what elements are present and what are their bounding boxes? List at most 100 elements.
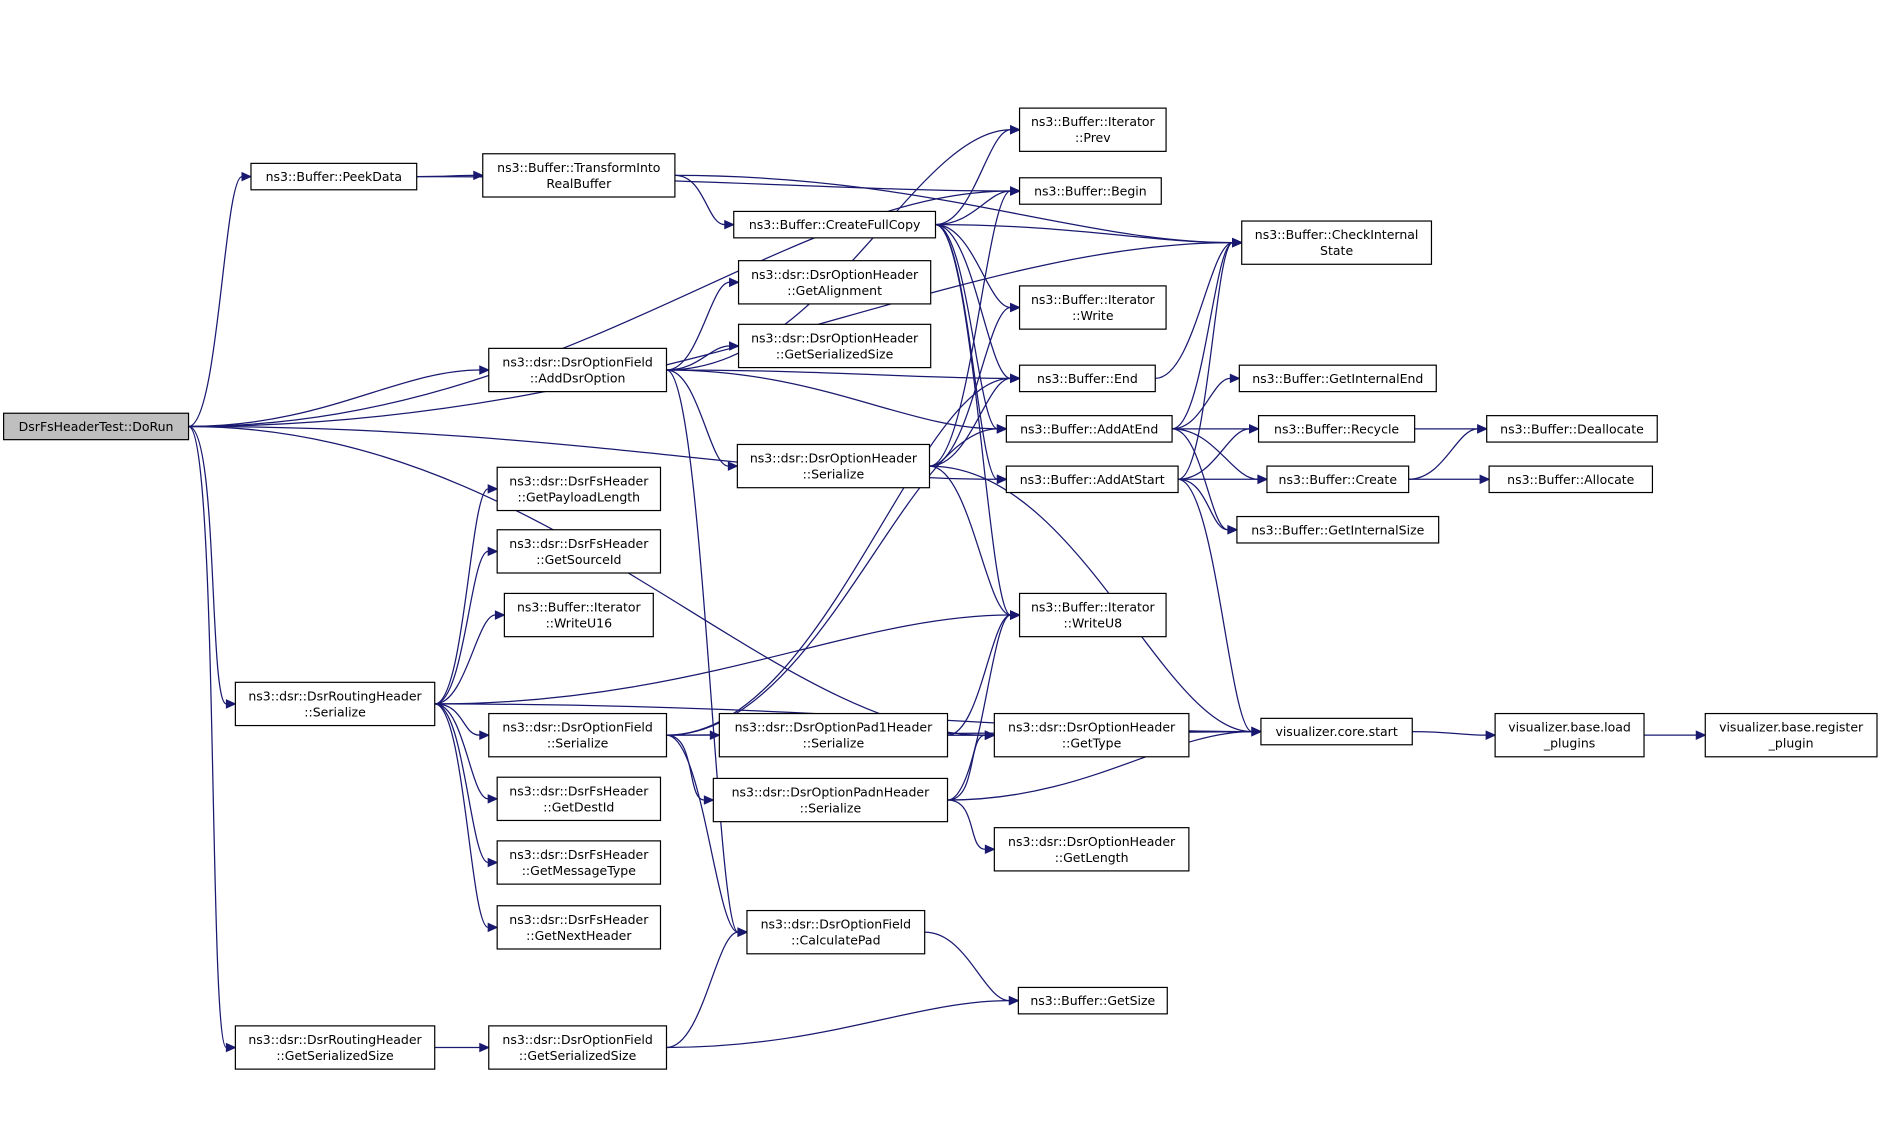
- node-ns3-dsr-dsroptionpadnheader-serialize[interactable]: ns3::dsr::DsrOptionPadnHeader::Serialize: [712, 777, 949, 823]
- node-ns3-buffer-getinternalsize[interactable]: ns3::Buffer::GetInternalSize: [1236, 515, 1440, 544]
- node-label-ns3-buffer-iterator-writeu8-line-2: ::WriteU8: [1064, 616, 1123, 631]
- node-ns3-dsr-dsrfsheader-getdestid[interactable]: ns3::dsr::DsrFsHeader::GetDestId: [496, 776, 662, 822]
- edge-dsrfsheadertest-dorun-to-ns3-buffer-peekdata: [188, 175, 243, 428]
- edge-ns3-dsr-dsroptionfield-adddsroption-to-ns3-dsr-dsroptionheader-getalignment: [666, 281, 730, 371]
- node-box-ns3-dsr-dsroptionfield-getserializedsize: [488, 1025, 668, 1070]
- node-ns3-buffer-allocate[interactable]: ns3::Buffer::Allocate: [1488, 465, 1654, 494]
- node-ns3-buffer-iterator-prev[interactable]: ns3::Buffer::Iterator::Prev: [1018, 107, 1167, 152]
- edge-ns3-buffer-create-to-ns3-buffer-deallocate: [1408, 428, 1478, 480]
- node-ns3-dsr-dsrfsheader-getnextheader[interactable]: ns3::dsr::DsrFsHeader::GetNextHeader: [496, 905, 662, 950]
- node-ns3-dsr-dsrfsheader-getpayloadlength[interactable]: ns3::dsr::DsrFsHeader::GetPayloadLength: [496, 466, 662, 512]
- node-label-visualizer-base-load-plugins-line-2: _plugins: [1543, 736, 1595, 751]
- node-ns3-buffer-iterator-writeu16[interactable]: ns3::Buffer::Iterator::WriteU16: [503, 592, 654, 638]
- edge-ns3-dsr-dsroptionfield-adddsroption-to-ns3-dsr-dsroptionheader-getserializedsize: [666, 345, 730, 371]
- node-box-ns3-dsr-dsrfsheader-getnextheader: [496, 905, 662, 950]
- edge-dsrfsheadertest-dorun-to-ns3-buffer-checkinternalstate: [188, 242, 1233, 428]
- node-label-ns3-dsr-dsrfsheader-getdestid-line-2: ::GetDestId: [543, 799, 614, 814]
- edge-dsrfsheadertest-dorun-to-ns3-dsr-dsrroutingheader-serialize: [188, 425, 227, 705]
- edge-ns3-buffer-createfullcopy-to-ns3-buffer-end: [935, 224, 1011, 380]
- node-dsrfsheadertest-dorun[interactable]: DsrFsHeaderTest::DoRun: [3, 412, 190, 441]
- node-ns3-dsr-dsroptionheader-getserializedsize[interactable]: ns3::dsr::DsrOptionHeader::GetSerialized…: [737, 323, 932, 369]
- node-label-ns3-buffer-create-line-1: ns3::Buffer::Create: [1279, 472, 1398, 487]
- node-ns3-buffer-create[interactable]: ns3::Buffer::Create: [1266, 465, 1410, 494]
- node-ns3-buffer-end[interactable]: ns3::Buffer::End: [1018, 364, 1156, 393]
- arrowhead-ns3-buffer-addatstart-to-ns3-buffer-create: [1257, 474, 1269, 485]
- arrowhead-ns3-buffer-create-to-ns3-buffer-allocate: [1479, 474, 1491, 485]
- node-ns3-dsr-dsrfsheader-getmessagetype[interactable]: ns3::dsr::DsrFsHeader::GetMessageType: [496, 840, 662, 885]
- node-ns3-dsr-dsroptionpad1header-serialize[interactable]: ns3::dsr::DsrOptionPad1Header::Serialize: [718, 712, 949, 758]
- arrowhead-dsrfsheadertest-dorun-to-ns3-dsr-dsrroutingheader-getserializedsize: [225, 1042, 237, 1053]
- arrowhead-ns3-dsr-dsroptionfield-getserializedsize-to-ns3-dsr-dsroptionfield-calculatepad: [737, 927, 749, 937]
- arrowhead-ns3-buffer-addatstart-to-ns3-buffer-checkinternalstate: [1232, 237, 1243, 248]
- node-ns3-dsr-dsroptionheader-serialize[interactable]: ns3::dsr::DsrOptionHeader::Serialize: [736, 443, 931, 489]
- node-label-ns3-buffer-recycle-line-1: ns3::Buffer::Recycle: [1274, 421, 1399, 436]
- edge-ns3-dsr-dsrroutingheader-serialize-to-ns3-dsr-dsrfsheader-getmessagetype: [434, 703, 489, 864]
- node-label-ns3-dsr-dsrfsheader-getsourceid-line-2: ::GetSourceId: [536, 552, 621, 567]
- node-box-ns3-dsr-dsroptionfield-adddsroption: [488, 347, 668, 393]
- edge-ns3-dsr-dsroptionfield-calculatepad-to-ns3-buffer-getsize: [924, 931, 1010, 1002]
- node-label-ns3-buffer-createfullcopy-line-1: ns3::Buffer::CreateFullCopy: [749, 217, 921, 232]
- node-ns3-dsr-dsroptionheader-gettype[interactable]: ns3::dsr::DsrOptionHeader::GetType: [993, 712, 1190, 758]
- edge-ns3-buffer-addatstart-to-ns3-buffer-getinternalsize: [1178, 478, 1229, 531]
- node-visualizer-base-load-plugins[interactable]: visualizer.base.load_plugins: [1494, 712, 1645, 758]
- node-ns3-buffer-createfullcopy[interactable]: ns3::Buffer::CreateFullCopy: [733, 210, 937, 239]
- node-box-visualizer-core-start: [1260, 717, 1413, 746]
- node-ns3-dsr-dsroptionheader-getlength[interactable]: ns3::dsr::DsrOptionHeader::GetLength: [993, 827, 1190, 872]
- arrowhead-ns3-dsr-dsroptionfield-adddsroption-to-ns3-buffer-iterator-prev: [1010, 124, 1021, 135]
- node-ns3-buffer-getinternalend[interactable]: ns3::Buffer::GetInternalEnd: [1238, 364, 1437, 393]
- edge-ns3-dsr-dsroptionfield-adddsroption-to-ns3-buffer-iterator-prev: [666, 129, 1011, 371]
- node-label-ns3-dsr-dsrfsheader-getmessagetype-line-1: ns3::dsr::DsrFsHeader: [509, 847, 649, 862]
- node-ns3-buffer-addatstart[interactable]: ns3::Buffer::AddAtStart: [1005, 465, 1179, 494]
- node-label-ns3-buffer-peekdata-line-1: ns3::Buffer::PeekData: [266, 169, 403, 184]
- node-label-ns3-buffer-getsize-line-1: ns3::Buffer::GetSize: [1030, 993, 1155, 1008]
- node-ns3-dsr-dsroptionfield-serialize[interactable]: ns3::dsr::DsrOptionField::Serialize: [488, 712, 668, 758]
- edge-ns3-dsr-dsrroutingheader-serialize-to-ns3-dsr-dsrfsheader-getnextheader: [434, 703, 489, 928]
- node-ns3-dsr-dsrroutingheader-serialize[interactable]: ns3::dsr::DsrRoutingHeader::Serialize: [234, 681, 436, 727]
- node-ns3-buffer-getsize[interactable]: ns3::Buffer::GetSize: [1017, 986, 1168, 1015]
- node-label-ns3-dsr-dsroptionheader-getalignment-line-1: ns3::dsr::DsrOptionHeader: [751, 267, 919, 282]
- node-ns3-buffer-addatend[interactable]: ns3::Buffer::AddAtEnd: [1005, 415, 1173, 443]
- node-label-ns3-buffer-iterator-prev-line-1: ns3::Buffer::Iterator: [1031, 114, 1156, 129]
- node-ns3-dsr-dsrfsheader-getsourceid[interactable]: ns3::dsr::DsrFsHeader::GetSourceId: [496, 529, 662, 574]
- edge-ns3-dsr-dsroptionfield-serialize-to-ns3-dsr-dsroptionfield-calculatepad: [666, 734, 739, 933]
- node-layer: DsrFsHeaderTest::DoRun ns3::Buffer::PeekD…: [3, 107, 1878, 1070]
- node-label-ns3-dsr-dsroptionheader-getalignment-line-2: ::GetAlignment: [787, 283, 882, 298]
- node-ns3-buffer-peekdata[interactable]: ns3::Buffer::PeekData: [250, 162, 418, 191]
- arrowhead-ns3-dsr-dsrroutingheader-serialize-to-ns3-buffer-iterator-writeu16: [494, 610, 506, 620]
- node-label-ns3-buffer-addatstart-line-1: ns3::Buffer::AddAtStart: [1020, 472, 1165, 487]
- node-label-ns3-buffer-getinternalsize-line-1: ns3::Buffer::GetInternalSize: [1251, 522, 1424, 537]
- node-box-ns3-dsr-dsrroutingheader-getserializedsize: [234, 1025, 436, 1070]
- edge-ns3-dsr-dsroptionpadnheader-serialize-to-visualizer-core-start: [947, 730, 1252, 801]
- node-ns3-buffer-deallocate[interactable]: ns3::Buffer::Deallocate: [1486, 415, 1658, 443]
- node-ns3-buffer-recycle[interactable]: ns3::Buffer::Recycle: [1257, 415, 1416, 443]
- arrowhead-ns3-dsr-dsroptionfield-adddsroption-to-ns3-dsr-dsroptionheader-getserializedsize: [729, 341, 740, 351]
- node-ns3-dsr-dsroptionfield-adddsroption[interactable]: ns3::dsr::DsrOptionField::AddDsrOption: [488, 347, 668, 393]
- edge-ns3-dsr-dsroptionpad1header-serialize-to-ns3-buffer-iterator-writeu8: [947, 614, 1011, 736]
- node-ns3-buffer-iterator-writeu8[interactable]: ns3::Buffer::Iterator::WriteU8: [1018, 592, 1167, 638]
- node-label-ns3-dsr-dsrfsheader-getnextheader-line-2: ::GetNextHeader: [526, 928, 632, 943]
- node-ns3-dsr-dsroptionfield-calculatepad[interactable]: ns3::dsr::DsrOptionField::CalculatePad: [746, 909, 926, 955]
- node-box-ns3-dsr-dsroptionpad1header-serialize: [718, 712, 949, 758]
- node-ns3-dsr-dsrroutingheader-getserializedsize[interactable]: ns3::dsr::DsrRoutingHeader::GetSerialize…: [234, 1025, 436, 1070]
- node-visualizer-base-register-plugin[interactable]: visualizer.base.register_plugin: [1704, 712, 1878, 758]
- edge-ns3-dsr-dsroptionpadnheader-serialize-to-ns3-dsr-dsroptionheader-gettype: [947, 734, 986, 801]
- node-ns3-buffer-iterator-write[interactable]: ns3::Buffer::Iterator::Write: [1018, 285, 1167, 330]
- node-label-ns3-buffer-transformintorealbuffer-line-2: RealBuffer: [546, 176, 612, 191]
- node-ns3-dsr-dsroptionheader-getalignment[interactable]: ns3::dsr::DsrOptionHeader::GetAlignment: [737, 260, 932, 305]
- node-ns3-buffer-begin[interactable]: ns3::Buffer::Begin: [1018, 177, 1162, 205]
- edge-ns3-dsr-dsrroutingheader-serialize-to-ns3-dsr-dsrfsheader-getpayloadlength: [434, 488, 489, 705]
- node-label-ns3-dsr-dsrfsheader-getpayloadlength-line-2: ::GetPayloadLength: [518, 489, 641, 504]
- node-ns3-dsr-dsroptionfield-getserializedsize[interactable]: ns3::dsr::DsrOptionField::GetSerializedS…: [488, 1025, 668, 1070]
- edge-ns3-dsr-dsroptionfield-getserializedsize-to-ns3-dsr-dsroptionfield-calculatepad: [666, 931, 739, 1049]
- node-box-ns3-buffer-allocate: [1488, 465, 1654, 494]
- node-visualizer-core-start[interactable]: visualizer.core.start: [1260, 717, 1413, 746]
- node-box-ns3-buffer-begin: [1018, 177, 1162, 205]
- node-box-ns3-buffer-iterator-write: [1018, 285, 1167, 330]
- node-box-ns3-dsr-dsroptionheader-getserializedsize: [737, 323, 932, 369]
- node-box-ns3-dsr-dsroptionfield-calculatepad: [746, 909, 926, 955]
- node-label-ns3-dsr-dsroptionfield-serialize-line-2: ::Serialize: [547, 736, 609, 751]
- edge-ns3-dsr-dsroptionheader-serialize-to-ns3-buffer-begin: [929, 190, 1011, 467]
- arrowhead-ns3-dsr-dsrroutingheader-serialize-to-ns3-dsr-dsrfsheader-getpayloadlength: [487, 484, 499, 494]
